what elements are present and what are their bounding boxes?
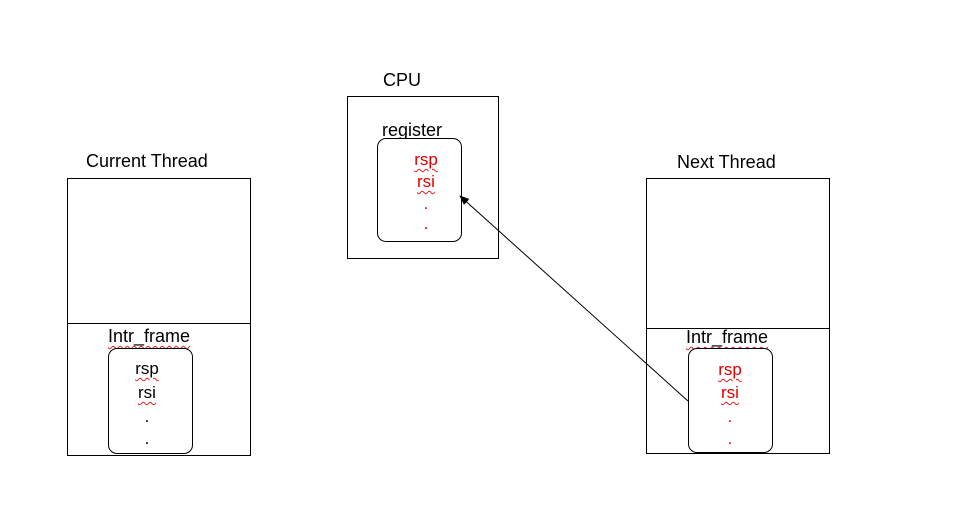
cpu-ellipsis-2: . [423, 214, 429, 233]
next-thread-title: Next Thread [677, 152, 776, 172]
edge-line [459, 195, 689, 402]
cpu-register-label: register [382, 120, 443, 140]
cpu-register-rsi: rsi [417, 172, 435, 191]
current-thread-register-rsp: rsp [135, 359, 159, 378]
next-thread-divider [646, 328, 830, 329]
cpu-register-box [377, 138, 462, 242]
next-thread-frame-label: Intr_frame [686, 327, 769, 347]
current-thread-frame-label: Intr_frame [108, 326, 191, 346]
next-thread-register-rsp: rsp [718, 360, 742, 379]
next-thread-ellipsis-2: . [727, 429, 733, 448]
cpu-title: CPU [383, 70, 422, 90]
cpu-ellipsis-1: . [423, 194, 429, 213]
next-thread-frame-box [688, 348, 773, 453]
current-thread-divider [67, 323, 251, 324]
current-thread-ellipsis-2: . [144, 429, 150, 448]
current-thread-ellipsis-1: . [144, 407, 150, 426]
next-thread-ellipsis-1: . [727, 407, 733, 426]
current-thread-register-rsi: rsi [138, 383, 156, 402]
cpu-register-rsp: rsp [414, 150, 438, 169]
next-thread-register-rsi: rsi [721, 383, 739, 402]
current-thread-title: Current Thread [86, 151, 208, 171]
current-thread-frame-box [108, 348, 193, 454]
